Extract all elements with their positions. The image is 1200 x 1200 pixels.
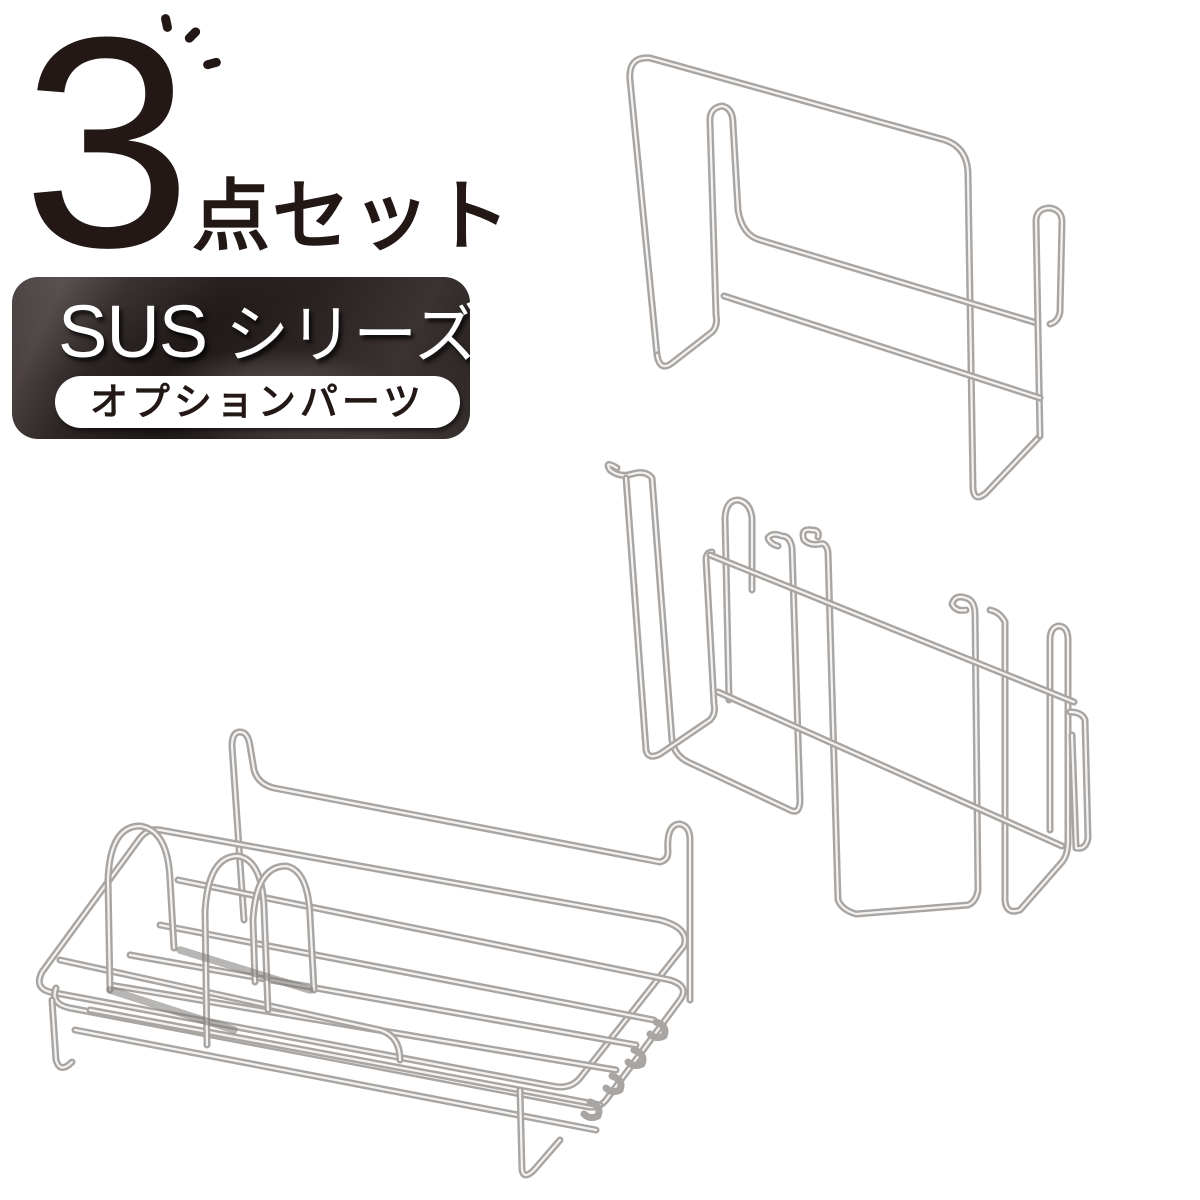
series-jp: シリーズ bbox=[225, 299, 470, 373]
wire-hook-rack-icon bbox=[604, 461, 1092, 918]
option-parts-label: オプションパーツ bbox=[89, 380, 426, 424]
option-parts-pill: オプションパーツ bbox=[55, 376, 460, 428]
wire-board-stand-icon bbox=[626, 54, 1066, 501]
series-latin: SUS bbox=[58, 290, 208, 373]
headline-suffix: 点セット bbox=[192, 172, 513, 262]
wire-basket-icon bbox=[35, 728, 694, 1179]
headline-count: 3 bbox=[22, 0, 192, 310]
